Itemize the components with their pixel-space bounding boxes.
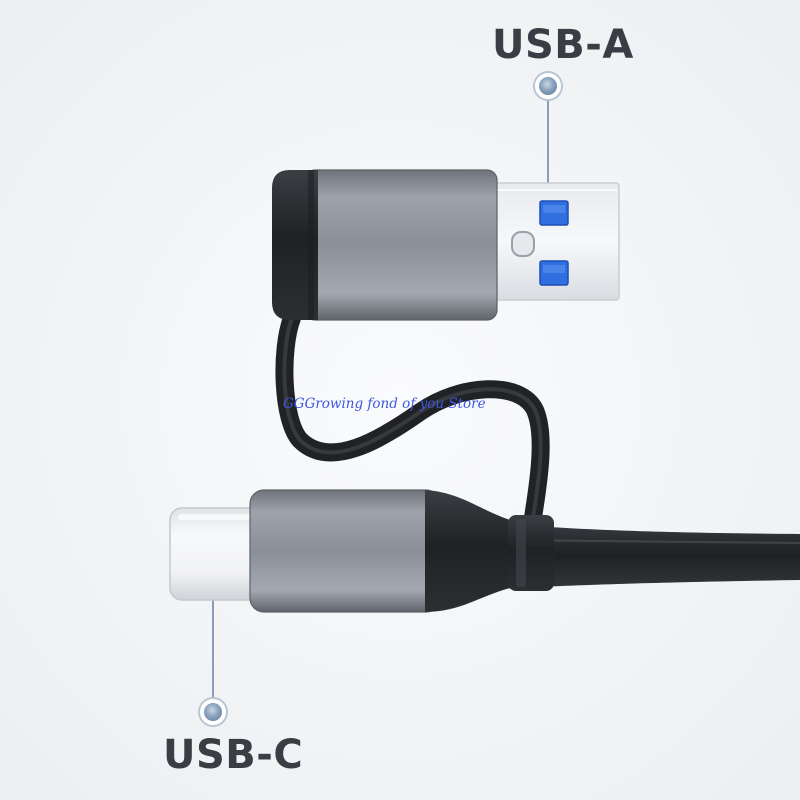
usb-a-connector bbox=[272, 169, 620, 321]
adapter-tether-cable bbox=[275, 309, 550, 534]
store-watermark: GGGrowing fond of you Store bbox=[283, 396, 486, 412]
usb-c-connector bbox=[169, 489, 554, 613]
usb-c-label: USB-C bbox=[163, 732, 304, 778]
usb-c-callout bbox=[198, 592, 228, 727]
usb-a-label: USB-A bbox=[492, 22, 634, 68]
